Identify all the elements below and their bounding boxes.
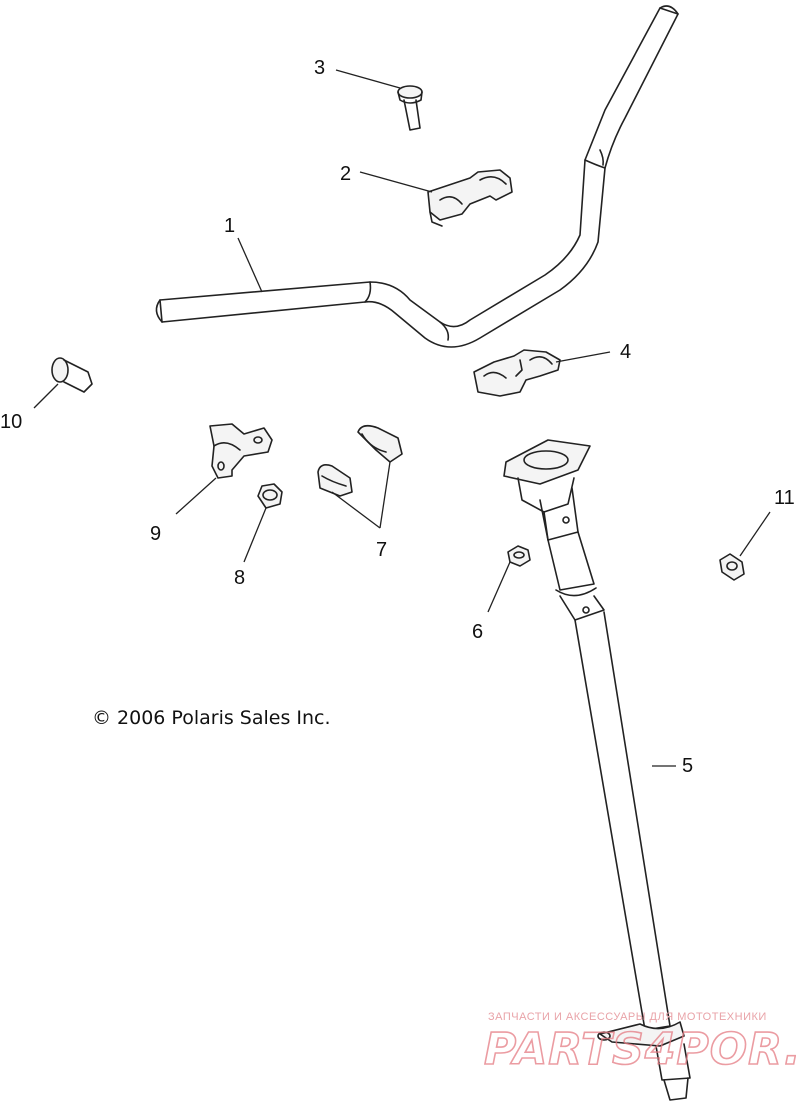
watermark: ЗАПЧАСТИ И АКСЕССУАРЫ ДЛЯ МОТОТЕХНИКИ PA… [483,1011,796,1076]
callout-11: 11 [774,487,795,509]
clips-part-7 [317,424,403,497]
callout-4: 4 [620,341,631,363]
flange-nut-part-8 [257,483,283,509]
bolt-part-10 [51,357,93,393]
handlebar-clamp-upper-part-2 [427,169,513,227]
bracket-part-9 [209,423,273,479]
callout-8: 8 [234,567,245,589]
clip-part-11 [719,553,745,581]
bolt-part-3 [397,85,423,131]
callout-2: 2 [340,163,351,185]
callout-5: 5 [682,755,693,777]
handlebar-part-1 [155,5,679,348]
callout-6: 6 [472,621,483,643]
callout-7: 7 [376,539,387,561]
callout-labels: 3 2 1 4 10 11 9 7 8 6 5 [0,57,795,777]
callout-9: 9 [150,523,161,545]
copyright-notice: © 2006 Polaris Sales Inc. [92,707,331,729]
callout-1: 1 [224,215,235,237]
leader-lines [33,69,771,767]
steering-post-part-5 [503,439,691,1101]
watermark-brand: PARTS4POR.RU [484,1024,796,1075]
callout-10: 10 [0,411,22,433]
nut-part-6 [507,545,531,567]
handlebar-clamp-lower-part-4 [473,349,561,397]
watermark-tagline: ЗАПЧАСТИ И АКСЕССУАРЫ ДЛЯ МОТОТЕХНИКИ [488,1011,767,1023]
callout-3: 3 [314,57,325,79]
